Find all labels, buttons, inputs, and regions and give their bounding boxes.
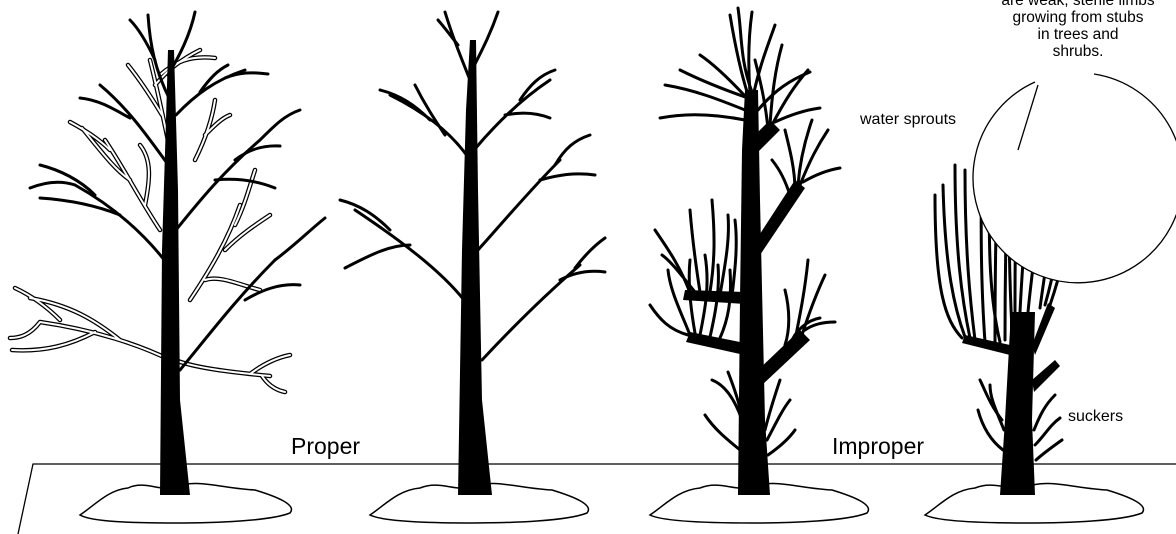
tree-proper-result: [340, 12, 605, 523]
callout-line: growing from stubs: [986, 9, 1170, 26]
label-improper: Improper: [832, 433, 924, 460]
callout-line: in trees and: [986, 26, 1170, 43]
tree-proper-pruned-outline: [10, 12, 325, 523]
label-suckers: suckers: [1068, 408, 1123, 426]
trunk: [458, 40, 492, 495]
callout-line: shrubs.: [986, 43, 1170, 60]
removed-branches: [10, 50, 290, 392]
callout-line: are weak, sterile limbs: [986, 0, 1170, 9]
callout-text: are weak, sterile limbs growing from stu…: [986, 0, 1170, 60]
label-proper: Proper: [291, 433, 360, 460]
callout-bubble: [973, 74, 1176, 283]
label-water-sprouts: water sprouts: [860, 111, 956, 129]
